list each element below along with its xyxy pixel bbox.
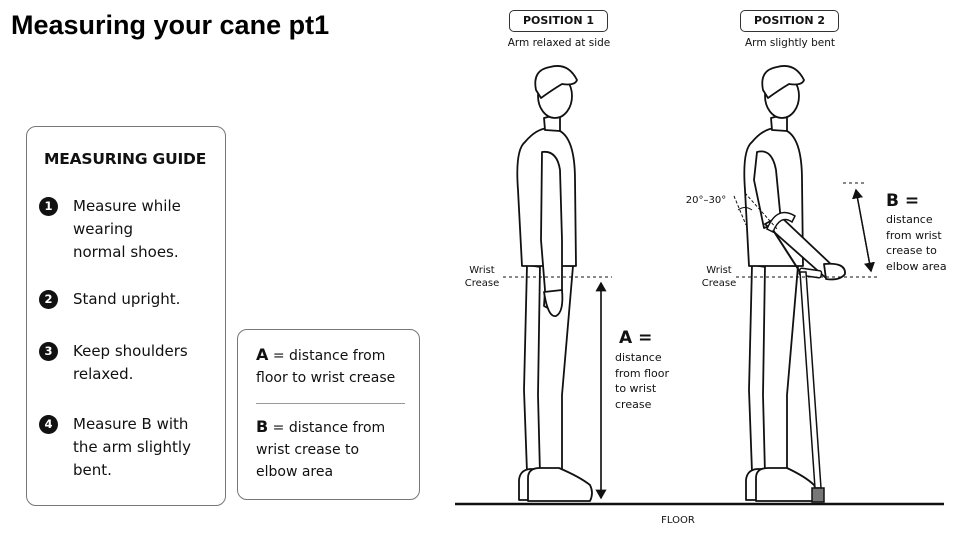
position-2-caption: Arm slightly bent bbox=[745, 37, 835, 49]
position-1-label: POSITION 1 bbox=[509, 10, 608, 32]
wrist-crease-label-1: Wrist Crease bbox=[464, 265, 500, 289]
definition-divider bbox=[256, 403, 405, 404]
step-number-badge: 1 bbox=[39, 197, 58, 216]
floor-label: FLOOR bbox=[661, 515, 695, 526]
person-figure-1 bbox=[516, 65, 593, 502]
angle-label: 20°–30° bbox=[685, 195, 727, 206]
guide-title: MEASURING GUIDE bbox=[44, 150, 207, 168]
measurement-a-description: distance from floor to wrist crease bbox=[615, 351, 670, 411]
wrist-crease-label-2: Wrist Crease bbox=[701, 265, 737, 289]
step-text: Measure B with the arm slightly bent. bbox=[73, 415, 191, 479]
angle-arc bbox=[737, 207, 753, 211]
measurement-a-letter: A = bbox=[619, 328, 653, 348]
step-number-badge: 3 bbox=[39, 342, 58, 361]
measurement-b-description: distance from wrist crease to elbow area bbox=[886, 213, 947, 273]
position-1-caption: Arm relaxed at side bbox=[507, 37, 611, 49]
measurement-b-letter: B = bbox=[886, 191, 920, 211]
step-text: Keep shoulders relaxed. bbox=[73, 342, 188, 383]
person-figure-2 bbox=[743, 65, 846, 502]
definitions-card: A = distance from floor to wrist crease … bbox=[237, 329, 420, 500]
definition-letter: B bbox=[256, 417, 269, 436]
position-2-label: POSITION 2 bbox=[740, 10, 839, 32]
measurement-illustration bbox=[455, 65, 944, 506]
forearm-crutch bbox=[766, 211, 825, 503]
definition-text: = distance from floor to wrist crease bbox=[256, 348, 396, 386]
measuring-guide-card: MEASURING GUIDE 1 Measure while wearing … bbox=[26, 126, 226, 506]
definition-text: = distance from wrist crease to elbow ar… bbox=[256, 420, 386, 480]
step-number-badge: 4 bbox=[39, 415, 58, 434]
definition-letter: A bbox=[256, 345, 269, 364]
step-number-badge: 2 bbox=[39, 290, 58, 309]
definition-b: B = distance from wrist crease to elbow … bbox=[256, 416, 416, 483]
slide-title: Measuring your cane pt1 bbox=[11, 10, 330, 40]
step-text: Stand upright. bbox=[73, 290, 181, 308]
step-text: Measure while wearing normal shoes. bbox=[73, 197, 181, 261]
definition-a: A = distance from floor to wrist crease bbox=[256, 344, 416, 389]
